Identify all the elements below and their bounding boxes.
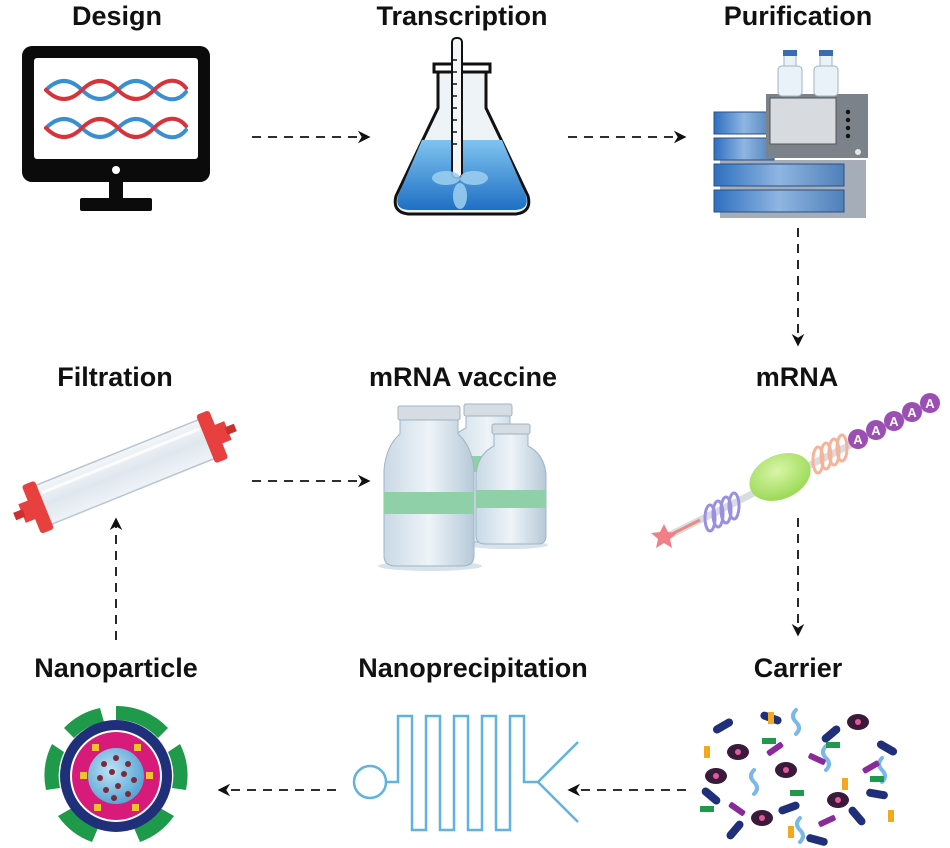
vaccine-vials-icon	[378, 403, 548, 571]
carrier-mixture-icon	[700, 708, 898, 846]
cap-star-icon	[651, 524, 677, 548]
monitor-icon	[22, 46, 210, 211]
carrier-title: Carrier	[754, 653, 843, 683]
polya-letter: A	[871, 423, 881, 438]
nanoparticle-title: Nanoparticle	[34, 653, 198, 683]
microfluidic-chip-icon	[352, 714, 579, 832]
flask-icon	[393, 37, 531, 216]
polya-letter: A	[853, 432, 863, 447]
transcription-title: Transcription	[376, 1, 547, 31]
reagent-bottle-icon	[777, 50, 839, 97]
design-title: Design	[72, 1, 162, 31]
utr-3-icon	[811, 433, 849, 475]
polya-letter: A	[925, 396, 935, 411]
lipid-nanoparticle-icon	[44, 705, 188, 842]
polya-letter: A	[889, 414, 899, 429]
polya-tail: A A A A A	[848, 393, 940, 449]
dna-helix-icon	[44, 78, 188, 140]
purification-machine-icon	[713, 50, 868, 218]
coding-sequence-icon	[749, 453, 811, 501]
polya-letter: A	[907, 405, 917, 420]
nanoprecipitation-title: Nanoprecipitation	[358, 653, 588, 683]
mrna-vaccine-title: mRNA vaccine	[369, 362, 557, 392]
filter-cartridge-icon	[13, 410, 237, 534]
peg-shell	[44, 705, 188, 842]
mrna-title: mRNA	[756, 362, 839, 392]
filtration-title: Filtration	[57, 362, 173, 392]
mrna-construct-icon: A A A A A	[651, 393, 940, 548]
purification-title: Purification	[724, 1, 873, 31]
utr-5-icon	[703, 491, 741, 533]
